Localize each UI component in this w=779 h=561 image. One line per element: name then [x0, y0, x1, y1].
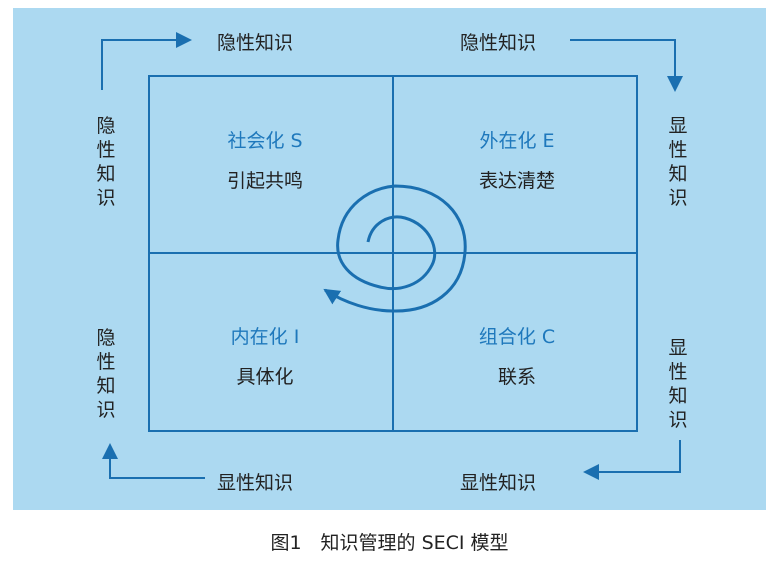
quadrant-title-externalization: 外在化 E: [479, 130, 555, 152]
arrow-top-right: [570, 39, 683, 92]
quadrant-title-internalization: 内在化 I: [230, 326, 300, 348]
quadrant-desc-combination: 联系: [497, 366, 536, 388]
edge-label-top-right: 隐性知识: [460, 32, 537, 54]
quadrant-title-socialization: 社会化 S: [227, 130, 303, 152]
arrow-bottom-left: [102, 443, 205, 479]
edge-label-right-top: 显性知识: [668, 115, 688, 209]
diagram-panel: [13, 8, 766, 510]
edge-label-bottom-left: 显性知识: [217, 472, 294, 494]
edge-label-left-bottom: 隐性知识: [96, 327, 116, 421]
arrow-top-left: [101, 32, 192, 90]
arrow-bottom-right: [583, 440, 681, 480]
spiral-arrow: [323, 184, 467, 313]
edge-label-right-bottom: 显性知识: [668, 337, 688, 431]
edge-label-left-top: 隐性知识: [96, 115, 116, 209]
edge-label-top-left: 隐性知识: [217, 32, 294, 54]
figure-caption: 图1 知识管理的 SECI 模型: [270, 532, 509, 554]
quadrant-desc-internalization: 具体化: [236, 366, 294, 388]
quadrant-title-combination: 组合化 C: [478, 326, 556, 348]
quadrant-desc-socialization: 引起共鸣: [226, 170, 303, 192]
quadrant-desc-externalization: 表达清楚: [478, 170, 555, 192]
edge-label-bottom-right: 显性知识: [460, 472, 537, 494]
